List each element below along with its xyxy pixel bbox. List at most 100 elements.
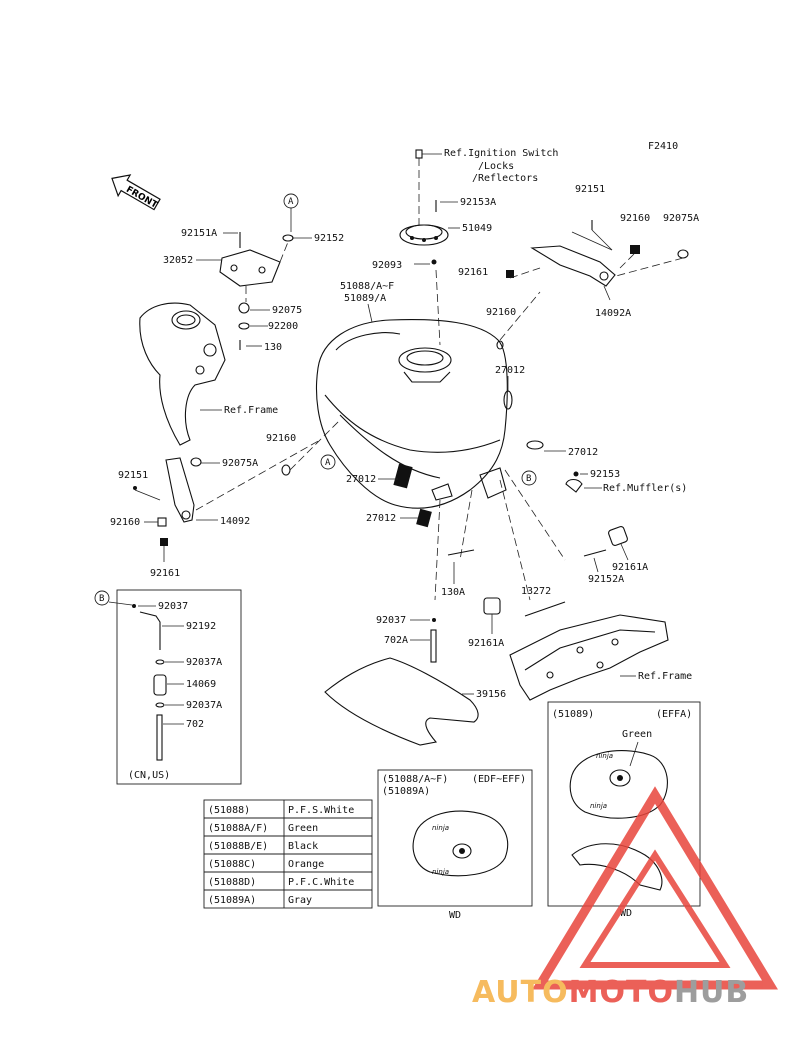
inset-b-callout: B [99,594,104,604]
color-table: (51088) P.F.S.White (51088A/F) Green (51… [203,799,373,909]
ref-frame-rear: Ref.Frame [638,671,692,682]
fuel-tank [315,319,544,528]
inset-wd-right-header: (51089) [552,709,594,720]
label-92160-left: 92160 [266,433,296,444]
inset-b-label-2: 92192 [186,621,216,632]
table-row-color: P.F.C.White [288,877,354,888]
label-130: 130 [264,342,282,353]
label-13272: 13272 [521,586,551,597]
label-14092: 14092 [220,516,250,527]
front-arrow-icon: FRONT [111,174,161,211]
label-92075A-top: 92075A [663,213,699,224]
ref-frame-left: Ref.Frame [224,405,278,416]
svg-text:ninja: ninja [432,824,449,832]
label-92160-top: 92160 [620,213,650,224]
table-row-code: (51088D) [208,877,256,888]
watermark-hub: HUB [674,975,749,1010]
figure-code: F2410 [648,141,678,152]
label-92075: 92075 [272,305,302,316]
inset-b-label-6: 702 [186,719,204,730]
inset-b-label-4: 14069 [186,679,216,690]
inset-wd-left-footer: WD [449,910,461,921]
label-51088: 51088/A~F [340,281,394,292]
label-92151-left: 92151 [118,470,148,481]
inset-wd-left: ninja ninja [377,769,533,907]
ref-ignition-line3: /Reflectors [472,173,538,184]
inset-wd-right-footer: WD [620,908,632,919]
table-row-color: P.F.S.White [288,805,354,816]
label-32052: 32052 [163,255,193,266]
label-27012-c: 27012 [346,474,376,485]
watermark-logo: AUTOMOTOHUB [472,786,778,1010]
label-92153A: 92153A [460,197,496,208]
callout-a-top-label: A [288,197,294,207]
table-row-color: Green [288,823,318,834]
inset-b: B [94,589,242,785]
svg-text:ninja: ninja [432,868,449,876]
inset-wd-left-variant: (EDF~EFF) [472,774,526,785]
table-row-code: (51088) [208,805,250,816]
label-51049: 51049 [462,223,492,234]
table-row-code: (51088A/F) [208,823,268,834]
callout-b-tank-label: B [526,474,531,484]
rubber-92161A-right [583,526,628,557]
bracket-32052 [219,232,294,350]
inset-wd-left-header1: (51088/A~F) [382,774,448,785]
callout-a-mid-label: A [325,458,331,468]
ref-ignition-line2: /Locks [478,161,514,172]
inset-wd-right-variant: (EFFA) [656,709,692,720]
label-14092A: 14092A [595,308,631,319]
label-92200: 92200 [268,321,298,332]
svg-text:ninja: ninja [596,752,613,760]
label-92160-left2: 92160 [110,517,140,528]
table-row-code: (51088B/E) [208,841,268,852]
label-27012-a: 27012 [495,365,525,376]
bracket-14092A [496,220,689,350]
label-92153: 92153 [590,469,620,480]
rubber-92161A-bottom [483,597,501,615]
label-92152: 92152 [314,233,344,244]
label-92093: 92093 [372,260,402,271]
callout-a-mid [320,454,336,470]
inset-wd-left-header2: (51089A) [382,786,430,797]
table-row-code: (51089A) [208,895,256,906]
label-92161A-bottom: 92161A [468,638,504,649]
table-row-color: Black [288,841,318,852]
table-row-color: Orange [288,859,324,870]
label-51089: 51089/A [344,293,386,304]
inset-b-label-3: 92037A [186,657,222,668]
label-92037: 92037 [376,615,406,626]
ref-ignition-line1: Ref.Ignition Switch [444,148,558,159]
label-92151-top: 92151 [575,184,605,195]
table-row-code: (51088C) [208,859,256,870]
frame-rear [509,614,669,701]
label-92161-left: 92161 [150,568,180,579]
label-27012-d: 27012 [366,513,396,524]
label-130A: 130A [441,587,465,598]
inset-b-footer: (CN,US) [128,770,170,781]
callout-b-tank [521,470,537,486]
svg-text:AUTOMOTOHUB: AUTOMOTOHUB [472,975,749,1010]
label-92151A: 92151A [181,228,217,239]
label-92075A-left: 92075A [222,458,258,469]
label-39156: 39156 [476,689,506,700]
watermark-auto: AUTO [472,975,569,1010]
label-92161A-right: 92161A [612,562,648,573]
label-702A: 702A [384,635,408,646]
label-27012-b: 27012 [568,447,598,458]
table-row-color: Gray [288,895,312,906]
label-92160-mid: 92160 [486,307,516,318]
inset-b-label-1: 92037 [158,601,188,612]
pad-39156 [324,657,479,746]
label-92152A: 92152A [588,574,624,585]
bracket-14092 [133,457,291,546]
label-92161-top: 92161 [458,267,488,278]
ref-muffler: Ref.Muffler(s) [603,483,687,494]
inset-wd-right-note: Green [622,729,652,740]
fuel-cap-assembly [399,149,460,346]
frame-left [139,302,226,446]
svg-text:ninja: ninja [590,802,607,810]
watermark-moto: MOTO [569,975,674,1010]
inset-b-label-5: 92037A [186,700,222,711]
